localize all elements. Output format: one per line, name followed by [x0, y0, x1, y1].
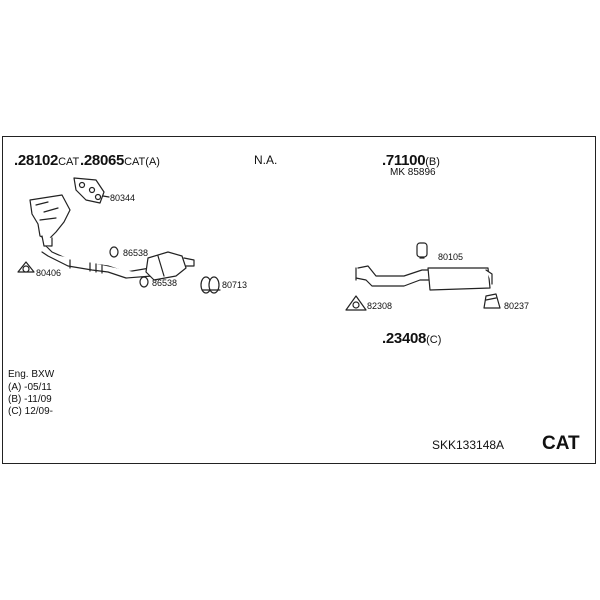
ref-86538-bottom-label: 86538: [152, 278, 178, 288]
part-28065-suffix: CAT(A): [124, 156, 160, 168]
note-b: (B) -11/09: [8, 394, 52, 405]
front-pipe-drawing: [41, 245, 195, 281]
part-23408-number: .23408: [382, 330, 427, 347]
part-28102-number: .28102: [14, 152, 59, 169]
gasket-80406-drawing: [17, 261, 35, 273]
part-number-71100: .71100(B): [382, 153, 440, 168]
part-number-28065: .28065CAT(A): [80, 153, 160, 168]
clamp-80237-drawing: [483, 293, 501, 309]
note-c: (C) 12/09-: [8, 406, 54, 417]
gasket-82308-drawing: [345, 295, 367, 311]
part-23408-suffix: (C): [426, 334, 442, 346]
clamp-80713-drawing: [200, 276, 221, 294]
engine-note: Eng. BXW: [8, 369, 55, 380]
ref-80344-label: 80344: [110, 193, 136, 203]
ref-80406-label: 80406: [36, 268, 62, 278]
ref-82308-label: 82308: [367, 301, 393, 311]
kit-code: SKK133148A: [432, 438, 505, 452]
part-number-28102: .28102CAT: [14, 153, 79, 168]
manifold-catalyst-drawing: [29, 194, 71, 247]
cat-label: CAT: [542, 433, 580, 454]
part-28102-suffix: CAT: [58, 156, 80, 168]
clamp-86538-top-drawing: [109, 246, 119, 258]
manifold-gasket-drawing: [73, 177, 110, 204]
ref-80713-label: 80713: [222, 280, 248, 290]
mk-code-label: MK 85896: [390, 167, 436, 178]
hanger-80105-drawing: [416, 242, 428, 259]
clamp-86538-bottom-drawing: [139, 276, 149, 288]
part-28065-number: .28065: [80, 152, 125, 169]
part-number-23408: .23408(C): [382, 331, 441, 346]
part-71100-suffix: (B): [425, 156, 440, 168]
ref-86538-top-label: 86538: [123, 248, 149, 258]
rear-muffler-drawing: [355, 265, 493, 291]
part-71100-number: .71100: [382, 152, 426, 169]
note-a: (A) -05/11: [8, 382, 52, 393]
diagram-frame: [2, 136, 596, 464]
ref-80237-label: 80237: [504, 301, 530, 311]
not-applicable-label: N.A.: [254, 153, 278, 167]
ref-80105-label: 80105: [438, 252, 464, 262]
